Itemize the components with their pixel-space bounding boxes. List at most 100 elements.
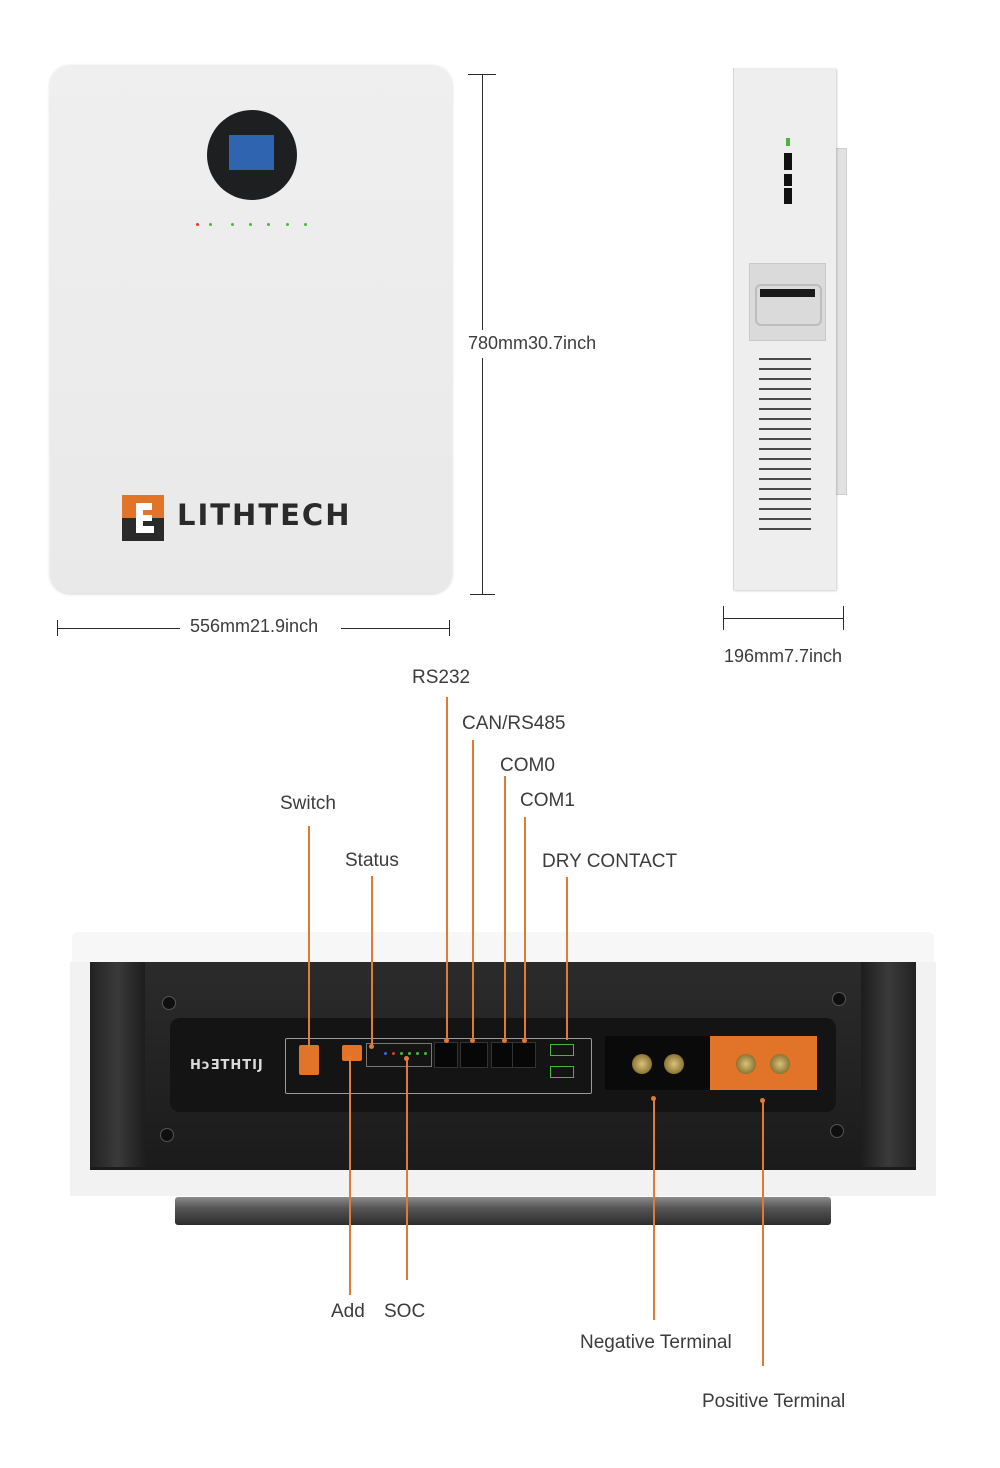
- brand-name: LITHTECH: [177, 498, 352, 532]
- leader-soc: [406, 1058, 408, 1280]
- battery-bottom-panel: HɔƎTHTIJ: [70, 962, 936, 1196]
- leader-dot: [347, 1055, 352, 1060]
- vent-slot: [759, 368, 811, 370]
- display-bezel: [207, 110, 297, 200]
- interface-strip: [285, 1038, 592, 1094]
- led-green: [286, 223, 289, 226]
- leader-dot: [369, 1044, 374, 1049]
- soc-indicator-area: [366, 1043, 432, 1067]
- led-green: [304, 223, 307, 226]
- width-dim-cap-right: [449, 620, 450, 636]
- side-port: [784, 174, 792, 186]
- vent-slot: [759, 478, 811, 480]
- address-dip-switch[interactable]: [342, 1045, 362, 1061]
- screw: [832, 992, 846, 1006]
- soc-led-blue: [384, 1052, 387, 1055]
- display-screen: [229, 135, 274, 170]
- brand-logo-icon: [122, 495, 164, 541]
- battery-front-view: LITHTECH: [50, 65, 452, 593]
- side-handle: [749, 263, 826, 341]
- com1-port[interactable]: [512, 1042, 536, 1068]
- power-terminals: [605, 1036, 817, 1090]
- screw: [162, 996, 176, 1010]
- side-port: [784, 188, 792, 204]
- screw: [830, 1124, 844, 1138]
- soc-led-red: [392, 1052, 395, 1055]
- led-red: [196, 223, 199, 226]
- handle-grip: [760, 289, 815, 297]
- vent-slot: [759, 378, 811, 380]
- battery-top-cover: [72, 932, 934, 964]
- leader-switch: [308, 826, 310, 1048]
- width-dim-line-right: [341, 628, 450, 629]
- led-green: [231, 223, 234, 226]
- label-com0: COM0: [500, 755, 555, 776]
- vent-slot: [759, 498, 811, 500]
- leader-positive-terminal: [762, 1100, 764, 1366]
- leader-can-rs485: [472, 740, 474, 1040]
- soc-led-green: [424, 1052, 427, 1055]
- depth-dim-cap-right: [843, 606, 844, 630]
- label-switch: Switch: [280, 793, 336, 814]
- vent-slot: [759, 358, 811, 360]
- wall-mount-bar: [175, 1197, 831, 1225]
- vent-slot: [759, 448, 811, 450]
- positive-bolt: [770, 1054, 790, 1074]
- height-dim-cap-bottom: [470, 594, 495, 595]
- com0-port[interactable]: [491, 1042, 513, 1068]
- leader-add: [349, 1057, 351, 1295]
- label-rs232: RS232: [412, 667, 471, 688]
- height-dimension-label: 780mm30.7inch: [468, 333, 597, 353]
- side-mount-bracket: [835, 148, 847, 495]
- vent-slot: [759, 508, 811, 510]
- led-green: [209, 223, 212, 226]
- label-dry-contact: DRY CONTACT: [542, 851, 678, 872]
- side-port: [784, 153, 792, 170]
- panel-side-left: [90, 962, 145, 1167]
- leader-dry-contact: [566, 877, 568, 1040]
- led-green: [249, 223, 252, 226]
- leader-dot: [502, 1038, 507, 1043]
- leader-com0: [504, 776, 506, 1040]
- dry-contact-terminal[interactable]: [550, 1066, 574, 1078]
- leader-dot: [760, 1098, 765, 1103]
- dry-contact-terminal[interactable]: [550, 1044, 574, 1056]
- power-switch[interactable]: [299, 1045, 319, 1075]
- side-port-led: [786, 138, 790, 146]
- label-status: Status: [345, 850, 399, 871]
- label-add: Add: [331, 1301, 365, 1322]
- vent-slot: [759, 468, 811, 470]
- positive-bolt: [736, 1054, 756, 1074]
- panel-logo: HɔƎTHTIJ: [190, 1058, 264, 1073]
- leader-status: [371, 876, 373, 1046]
- leader-dot: [444, 1038, 449, 1043]
- leader-dot: [404, 1056, 409, 1061]
- vent-slot: [759, 458, 811, 460]
- negative-terminal-block[interactable]: [605, 1036, 710, 1090]
- vent-slot: [759, 388, 811, 390]
- label-positive-terminal: Positive Terminal: [702, 1391, 846, 1412]
- rs232-port[interactable]: [434, 1042, 458, 1068]
- positive-terminal-block[interactable]: [710, 1036, 817, 1090]
- led-green: [267, 223, 270, 226]
- leader-dot: [470, 1038, 475, 1043]
- height-dim-line-top: [482, 74, 483, 330]
- vent-slot: [759, 488, 811, 490]
- vent-slot: [759, 438, 811, 440]
- label-negative-terminal: Negative Terminal: [580, 1332, 732, 1353]
- soc-led-green: [400, 1052, 403, 1055]
- leader-negative-terminal: [653, 1098, 655, 1320]
- soc-led-green: [416, 1052, 419, 1055]
- label-can-rs485: CAN/RS485: [462, 713, 566, 734]
- negative-bolt: [632, 1054, 652, 1074]
- interface-plate: HɔƎTHTIJ: [170, 1018, 836, 1112]
- leader-com1: [524, 817, 526, 1040]
- vent-slot: [759, 518, 811, 520]
- vent-slot: [759, 418, 811, 420]
- leader-dot: [651, 1096, 656, 1101]
- label-com1: COM1: [520, 790, 575, 811]
- screw: [160, 1128, 174, 1142]
- vent-slot: [759, 398, 811, 400]
- can-rs485-port[interactable]: [460, 1042, 488, 1068]
- vent-slot: [759, 428, 811, 430]
